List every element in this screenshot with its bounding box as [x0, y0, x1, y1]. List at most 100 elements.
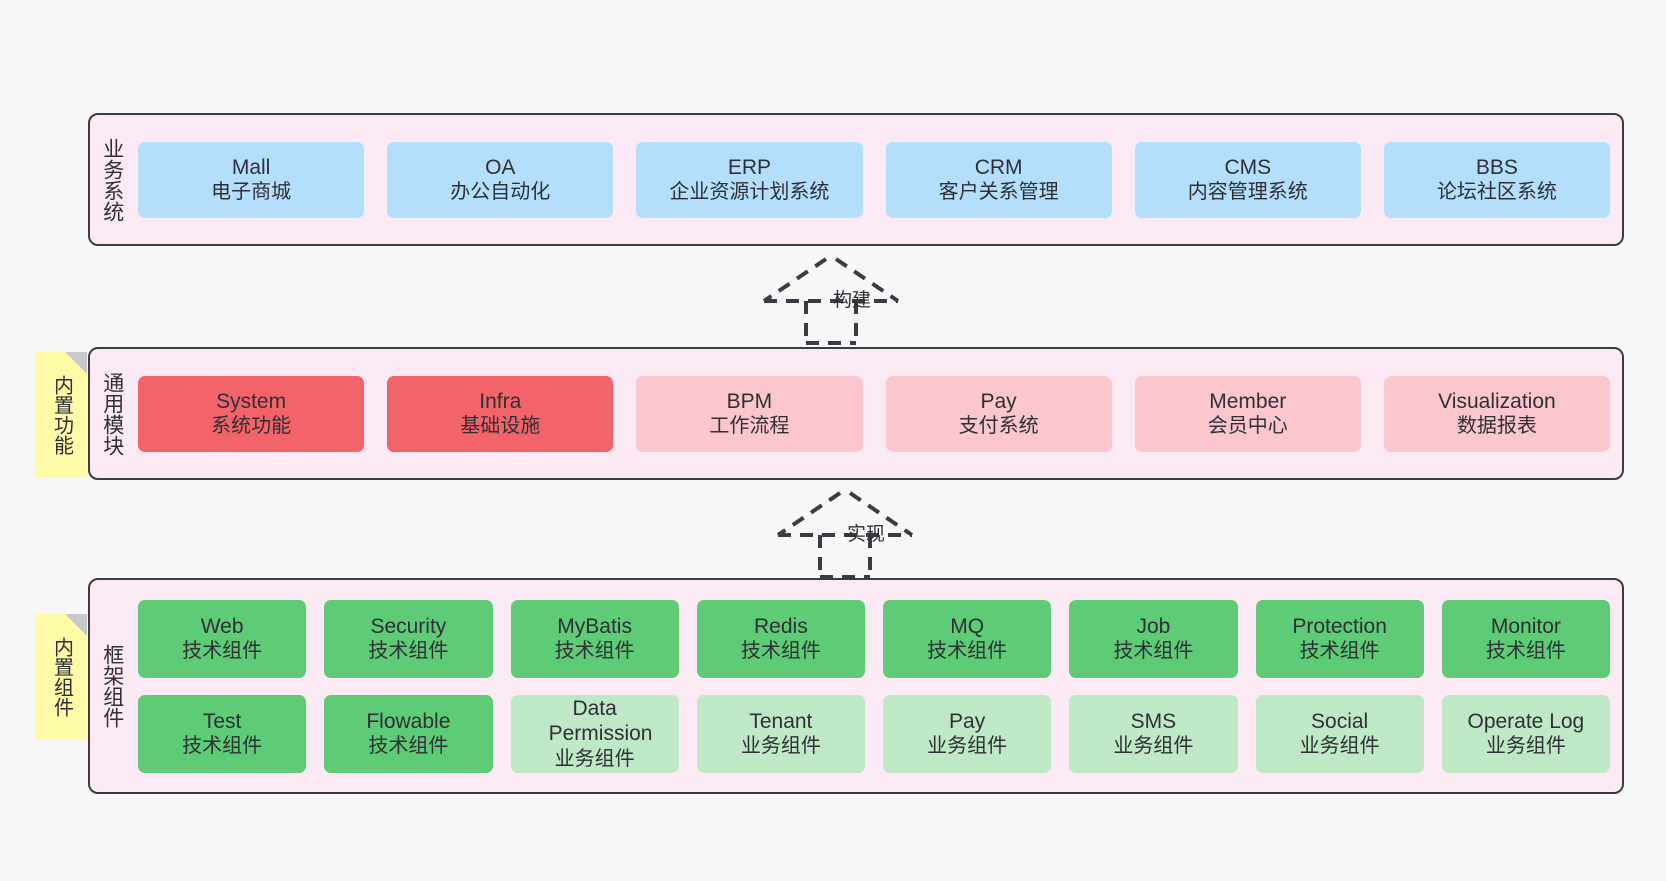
component-box-mybatis[interactable]: MyBatis 技术组件 — [510, 599, 679, 678]
module-desc: 数据报表 — [1456, 415, 1537, 438]
module-box-member[interactable]: Member 会员中心 — [1134, 375, 1361, 452]
component-desc: 技术组件 — [1485, 640, 1566, 663]
component-box-data-permission[interactable]: Data Permission 业务组件 — [510, 694, 679, 773]
component-name: Web — [200, 614, 244, 638]
module-name: Member — [1209, 389, 1287, 413]
component-name: Operate Log — [1467, 709, 1585, 733]
component-box-tenant[interactable]: Tenant 业务组件 — [696, 694, 865, 773]
component-box-pay[interactable]: Pay 业务组件 — [883, 694, 1052, 773]
module-name: BPM — [726, 389, 773, 413]
component-box-security[interactable]: Security 技术组件 — [324, 599, 493, 678]
note-fold-corner — [65, 352, 87, 374]
module-box-system[interactable]: System 系统功能 — [138, 375, 365, 452]
component-desc: 业务组件 — [1299, 735, 1380, 758]
component-desc: 技术组件 — [182, 640, 263, 663]
module-name: Pay — [980, 389, 1017, 413]
connector-label-implement: 实现 — [847, 524, 886, 545]
module-box-mall[interactable]: Mall 电子商城 — [138, 141, 365, 218]
module-desc: 会员中心 — [1207, 415, 1288, 438]
module-desc: 系统功能 — [211, 415, 292, 438]
module-desc: 企业资源计划系统 — [669, 181, 830, 204]
layer-title-business-system: 业务系统 — [100, 137, 124, 222]
layer-title-framework-component: 框架组件 — [100, 644, 124, 728]
component-name: SMS — [1130, 709, 1177, 733]
component-desc: 技术组件 — [927, 640, 1008, 663]
connector-build: 构建 — [756, 253, 906, 345]
component-desc: 技术组件 — [368, 735, 449, 758]
component-name: Protection — [1292, 614, 1387, 638]
component-name: Pay — [949, 709, 986, 733]
module-name: BBS — [1475, 155, 1518, 179]
module-desc: 电子商城 — [211, 181, 292, 204]
component-name: Tenant — [749, 709, 813, 733]
box-row: System 系统功能 Infra 基础设施 BPM 工作流程 Pay 支付系统… — [138, 375, 1611, 452]
layer-body-common-module: System 系统功能 Infra 基础设施 BPM 工作流程 Pay 支付系统… — [134, 349, 1622, 478]
layer-body-framework-component: Web 技术组件 Security 技术组件 MyBatis 技术组件 Redi… — [134, 580, 1622, 792]
box-row: Web 技术组件 Security 技术组件 MyBatis 技术组件 Redi… — [138, 599, 1610, 678]
component-box-protection[interactable]: Protection 技术组件 — [1255, 599, 1424, 678]
module-name: Infra — [479, 389, 522, 413]
component-box-web[interactable]: Web 技术组件 — [138, 599, 307, 678]
component-name: Monitor — [1490, 614, 1561, 638]
module-box-crm[interactable]: CRM 客户关系管理 — [885, 141, 1112, 218]
module-name: CRM — [974, 155, 1023, 179]
connector-label-build: 构建 — [833, 290, 872, 311]
component-name: Security — [370, 614, 447, 638]
layer-common-module: 通用模块 System 系统功能 Infra 基础设施 BPM 工作流程 Pay… — [88, 347, 1624, 480]
component-box-flowable[interactable]: Flowable 技术组件 — [324, 694, 493, 773]
sticky-note-builtin-component: 内置组件 — [35, 614, 87, 740]
module-desc: 内容管理系统 — [1187, 181, 1308, 204]
module-desc: 客户关系管理 — [938, 181, 1059, 204]
component-box-test[interactable]: Test 技术组件 — [138, 694, 307, 773]
module-box-pay[interactable]: Pay 支付系统 — [885, 375, 1112, 452]
module-box-infra[interactable]: Infra 基础设施 — [387, 375, 614, 452]
component-name: Job — [1136, 614, 1171, 638]
module-box-erp[interactable]: ERP 企业资源计划系统 — [636, 141, 863, 218]
module-box-bbs[interactable]: BBS 论坛社区系统 — [1383, 141, 1611, 218]
component-name: MQ — [950, 614, 985, 638]
implement-arrow-icon — [776, 491, 914, 579]
sticky-note-label: 内置功能 — [50, 375, 73, 455]
component-name: MyBatis — [557, 614, 632, 638]
component-desc: 技术组件 — [740, 640, 821, 663]
module-name: Mall — [231, 155, 271, 179]
component-name: Flowable — [366, 709, 451, 733]
module-desc: 办公自动化 — [450, 181, 551, 204]
module-desc: 工作流程 — [709, 415, 790, 438]
module-name: CMS — [1224, 155, 1272, 179]
layer-body-business-system: Mall 电子商城 OA 办公自动化 ERP 企业资源计划系统 CRM 客户关系… — [134, 115, 1622, 244]
sticky-note-builtin-function: 内置功能 — [35, 352, 87, 478]
component-box-job[interactable]: Job 技术组件 — [1069, 599, 1238, 678]
component-box-mq[interactable]: MQ 技术组件 — [883, 599, 1052, 678]
layer-title-common-module: 通用模块 — [100, 371, 124, 456]
module-name: System — [216, 389, 287, 413]
module-box-cms[interactable]: CMS 内容管理系统 — [1134, 141, 1361, 218]
sticky-note-label: 内置组件 — [50, 637, 73, 717]
module-desc: 基础设施 — [460, 415, 541, 438]
box-row: Mall 电子商城 OA 办公自动化 ERP 企业资源计划系统 CRM 客户关系… — [138, 141, 1611, 218]
component-desc: 业务组件 — [927, 735, 1008, 758]
component-desc: 业务组件 — [1485, 735, 1566, 758]
component-name: Social — [1311, 709, 1369, 733]
module-box-bpm[interactable]: BPM 工作流程 — [636, 375, 863, 452]
component-desc: 技术组件 — [554, 640, 635, 663]
component-box-monitor[interactable]: Monitor 技术组件 — [1441, 599, 1610, 678]
component-desc: 技术组件 — [1113, 640, 1194, 663]
component-desc: 技术组件 — [1299, 640, 1380, 663]
module-box-oa[interactable]: OA 办公自动化 — [387, 141, 614, 218]
component-box-sms[interactable]: SMS 业务组件 — [1069, 694, 1238, 773]
component-name: Data Permission — [548, 696, 653, 746]
component-desc: 业务组件 — [740, 735, 821, 758]
module-desc: 支付系统 — [958, 415, 1039, 438]
component-box-redis[interactable]: Redis 技术组件 — [696, 599, 865, 678]
component-name: Redis — [754, 614, 808, 638]
component-desc: 业务组件 — [554, 747, 635, 770]
connector-implement: 实现 — [770, 487, 920, 579]
box-row: Test 技术组件 Flowable 技术组件 Data Permission … — [138, 694, 1610, 773]
module-box-visualization[interactable]: Visualization 数据报表 — [1383, 375, 1611, 452]
note-fold-corner — [65, 614, 87, 636]
module-desc: 论坛社区系统 — [1436, 181, 1557, 204]
component-box-social[interactable]: Social 业务组件 — [1255, 694, 1424, 773]
component-box-operate-log[interactable]: Operate Log 业务组件 — [1441, 694, 1610, 773]
